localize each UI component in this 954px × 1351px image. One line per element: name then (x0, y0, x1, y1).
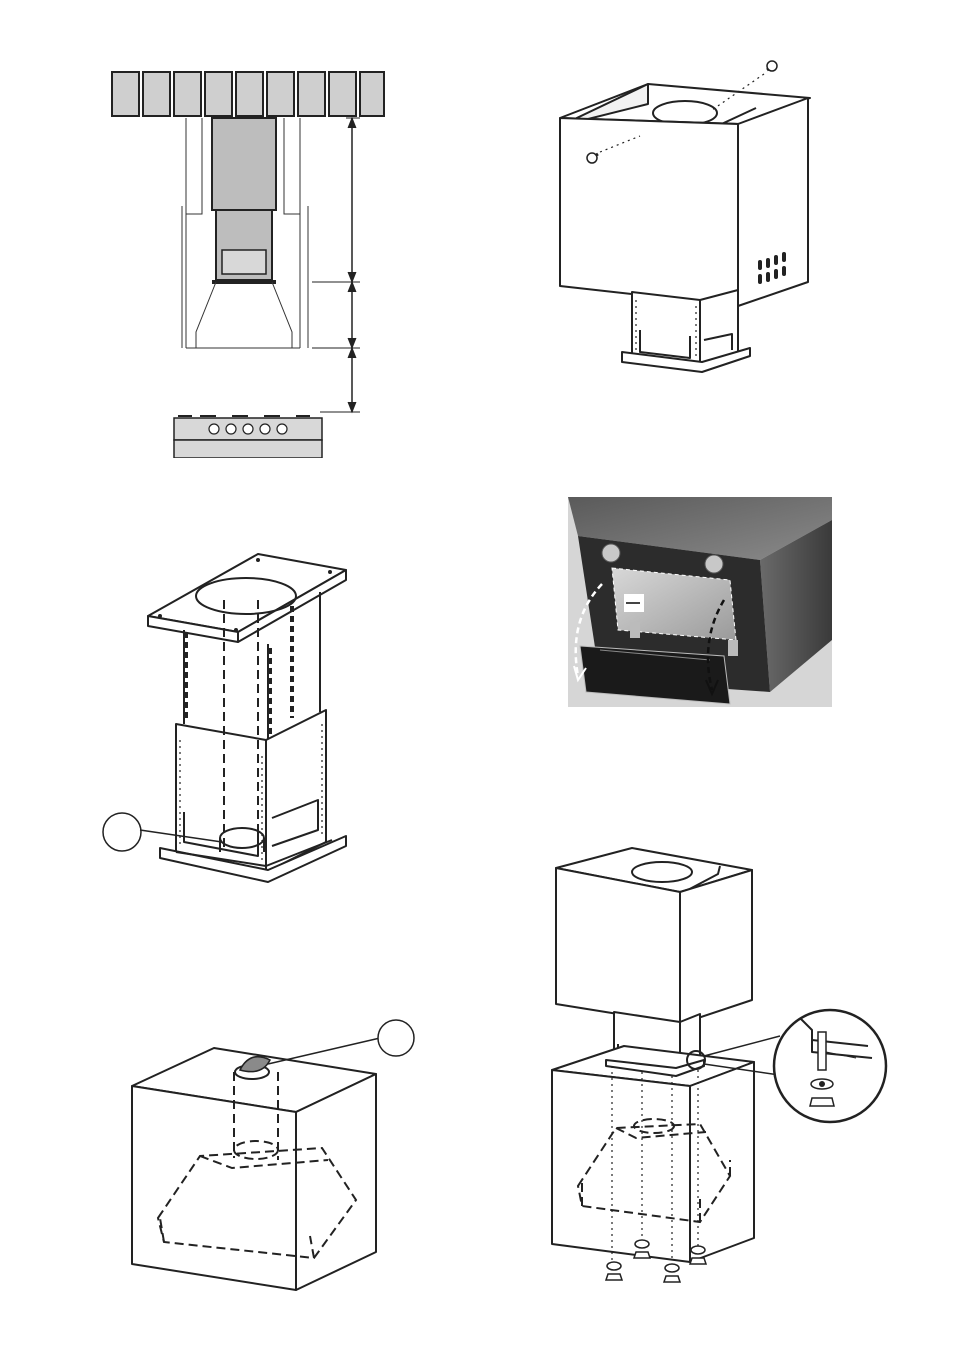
telescopic-support-frame (98, 548, 358, 890)
hood-mounting-bolts-detail (548, 842, 888, 1288)
figure-hood-mounting (548, 842, 888, 1288)
figure-chimney-screws (550, 55, 820, 380)
hood-height-clearance-diagram (108, 68, 388, 458)
cooktop (174, 416, 322, 458)
figure-hood-duct-flap (122, 1010, 422, 1298)
ceiling-blocks (112, 72, 384, 116)
open-filter-panel-photo (568, 497, 832, 707)
callout-circle (268, 1020, 414, 1064)
figure-filter-panel-photo (568, 497, 832, 707)
figure-support-frame (98, 548, 358, 890)
figure-height-clearance (108, 68, 388, 458)
chimney-cover-screw-fixing (550, 55, 820, 380)
hood-body-with-duct-flap (122, 1010, 422, 1298)
